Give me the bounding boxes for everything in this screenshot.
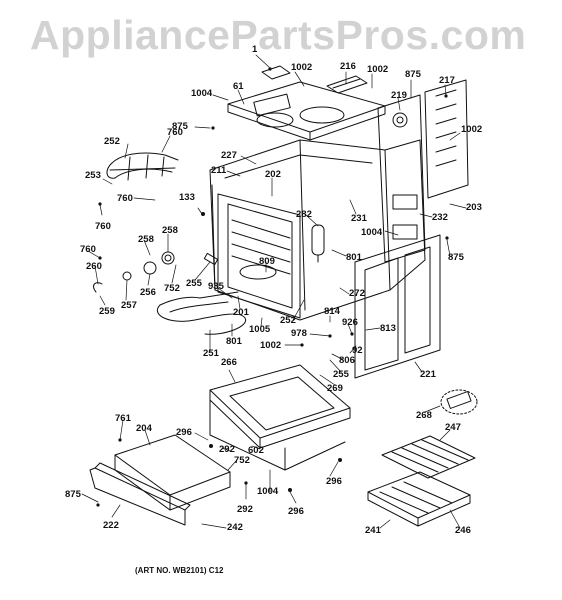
access-plate: [261, 65, 291, 80]
callout-813: 813: [380, 323, 396, 334]
callout-231: 231: [351, 213, 367, 224]
callout-292: 292: [237, 504, 253, 515]
callout-1002: 1002: [260, 340, 282, 351]
callout-296: 296: [288, 506, 304, 517]
callout-602: 602: [248, 445, 264, 456]
callout-255: 255: [333, 369, 349, 380]
callout-760: 760: [117, 193, 133, 204]
bottom-drawer-frame: [209, 364, 351, 471]
callout-246: 246: [455, 525, 471, 536]
detail-circle: [440, 389, 478, 415]
callout-202: 202: [265, 169, 281, 180]
callout-222: 222: [103, 520, 119, 531]
bake-element: [157, 291, 247, 335]
callout-92: 92: [352, 345, 363, 356]
top-panel: [227, 81, 386, 141]
leader-lines: [81, 54, 467, 529]
callout-221: 221: [420, 369, 436, 380]
callout-266: 266: [221, 357, 237, 368]
callout-801: 801: [346, 252, 362, 263]
callout-241: 241: [365, 525, 381, 536]
oven-door: [354, 234, 441, 379]
callout-258: 258: [162, 225, 178, 236]
callout-760: 760: [80, 244, 96, 255]
callout-256: 256: [140, 287, 156, 298]
callout-752: 752: [164, 283, 180, 294]
broil-element: [106, 152, 179, 181]
broiler-rack: [381, 435, 476, 479]
callout-1004: 1004: [361, 227, 383, 238]
callout-253: 253: [85, 170, 101, 181]
vent-trim: [326, 75, 368, 94]
callout-1002: 1002: [367, 64, 389, 75]
callout-259: 259: [99, 306, 115, 317]
callout-251: 251: [203, 348, 219, 359]
watermark-logo: AppliancePartsPros.com: [30, 12, 527, 58]
callout-875: 875: [448, 252, 464, 263]
callout-216: 216: [340, 61, 356, 72]
oven-light-lens: [446, 391, 472, 409]
callout-296: 296: [176, 427, 192, 438]
callout-204: 204: [136, 423, 152, 434]
callout-260: 260: [86, 261, 102, 272]
callout-1005: 1005: [249, 324, 271, 335]
callout-752: 752: [234, 455, 250, 466]
callout-217: 217: [439, 75, 455, 86]
callout-219: 219: [391, 90, 407, 101]
callout-232: 232: [432, 212, 448, 223]
callout-255: 255: [186, 278, 202, 289]
storage-drawer: [89, 434, 231, 526]
callout-269: 269: [327, 383, 343, 394]
callout-809: 809: [259, 256, 275, 267]
callout-1004: 1004: [191, 88, 213, 99]
callout-978: 978: [291, 328, 307, 339]
callout-201: 201: [233, 307, 249, 318]
callout-247: 247: [445, 422, 461, 433]
light-assembly: [311, 224, 325, 263]
callout-227: 227: [221, 150, 237, 161]
callout-761: 761: [115, 413, 131, 424]
callout-61: 61: [233, 81, 244, 92]
callout-211: 211: [211, 165, 227, 176]
callout-814: 814: [324, 306, 340, 317]
callout-760: 760: [167, 127, 183, 138]
callout-1004: 1004: [257, 486, 279, 497]
callout-875: 875: [172, 121, 188, 132]
callout-806: 806: [339, 355, 355, 366]
callout-1002: 1002: [461, 124, 483, 135]
callout-203: 203: [466, 202, 482, 213]
callout-242: 242: [227, 522, 243, 533]
callout-296: 296: [326, 476, 342, 487]
fastener-dots: [96, 67, 449, 507]
callout-258: 258: [138, 234, 154, 245]
callout-252: 252: [280, 315, 296, 326]
callout-292: 292: [219, 444, 235, 455]
callout-282: 282: [296, 209, 312, 220]
callout-801: 801: [226, 336, 242, 347]
art-number-caption: (ART NO. WB2101) C12: [135, 566, 224, 575]
callout-268: 268: [416, 410, 432, 421]
callout-257: 257: [121, 300, 137, 311]
callout-1002: 1002: [291, 62, 313, 73]
back-panel: [424, 79, 469, 199]
callout-875: 875: [65, 489, 81, 500]
callout-1: 1: [252, 44, 258, 55]
callout-252: 252: [104, 136, 120, 147]
callout-760: 760: [95, 221, 111, 232]
callout-133: 133: [179, 192, 195, 203]
broiler-pan: [367, 471, 471, 527]
callout-926: 926: [342, 317, 358, 328]
callout-875: 875: [405, 69, 421, 80]
side-panel: [377, 94, 426, 263]
oven-body: [209, 139, 426, 321]
callout-272: 272: [349, 288, 365, 299]
callout-935: 935: [208, 281, 224, 292]
